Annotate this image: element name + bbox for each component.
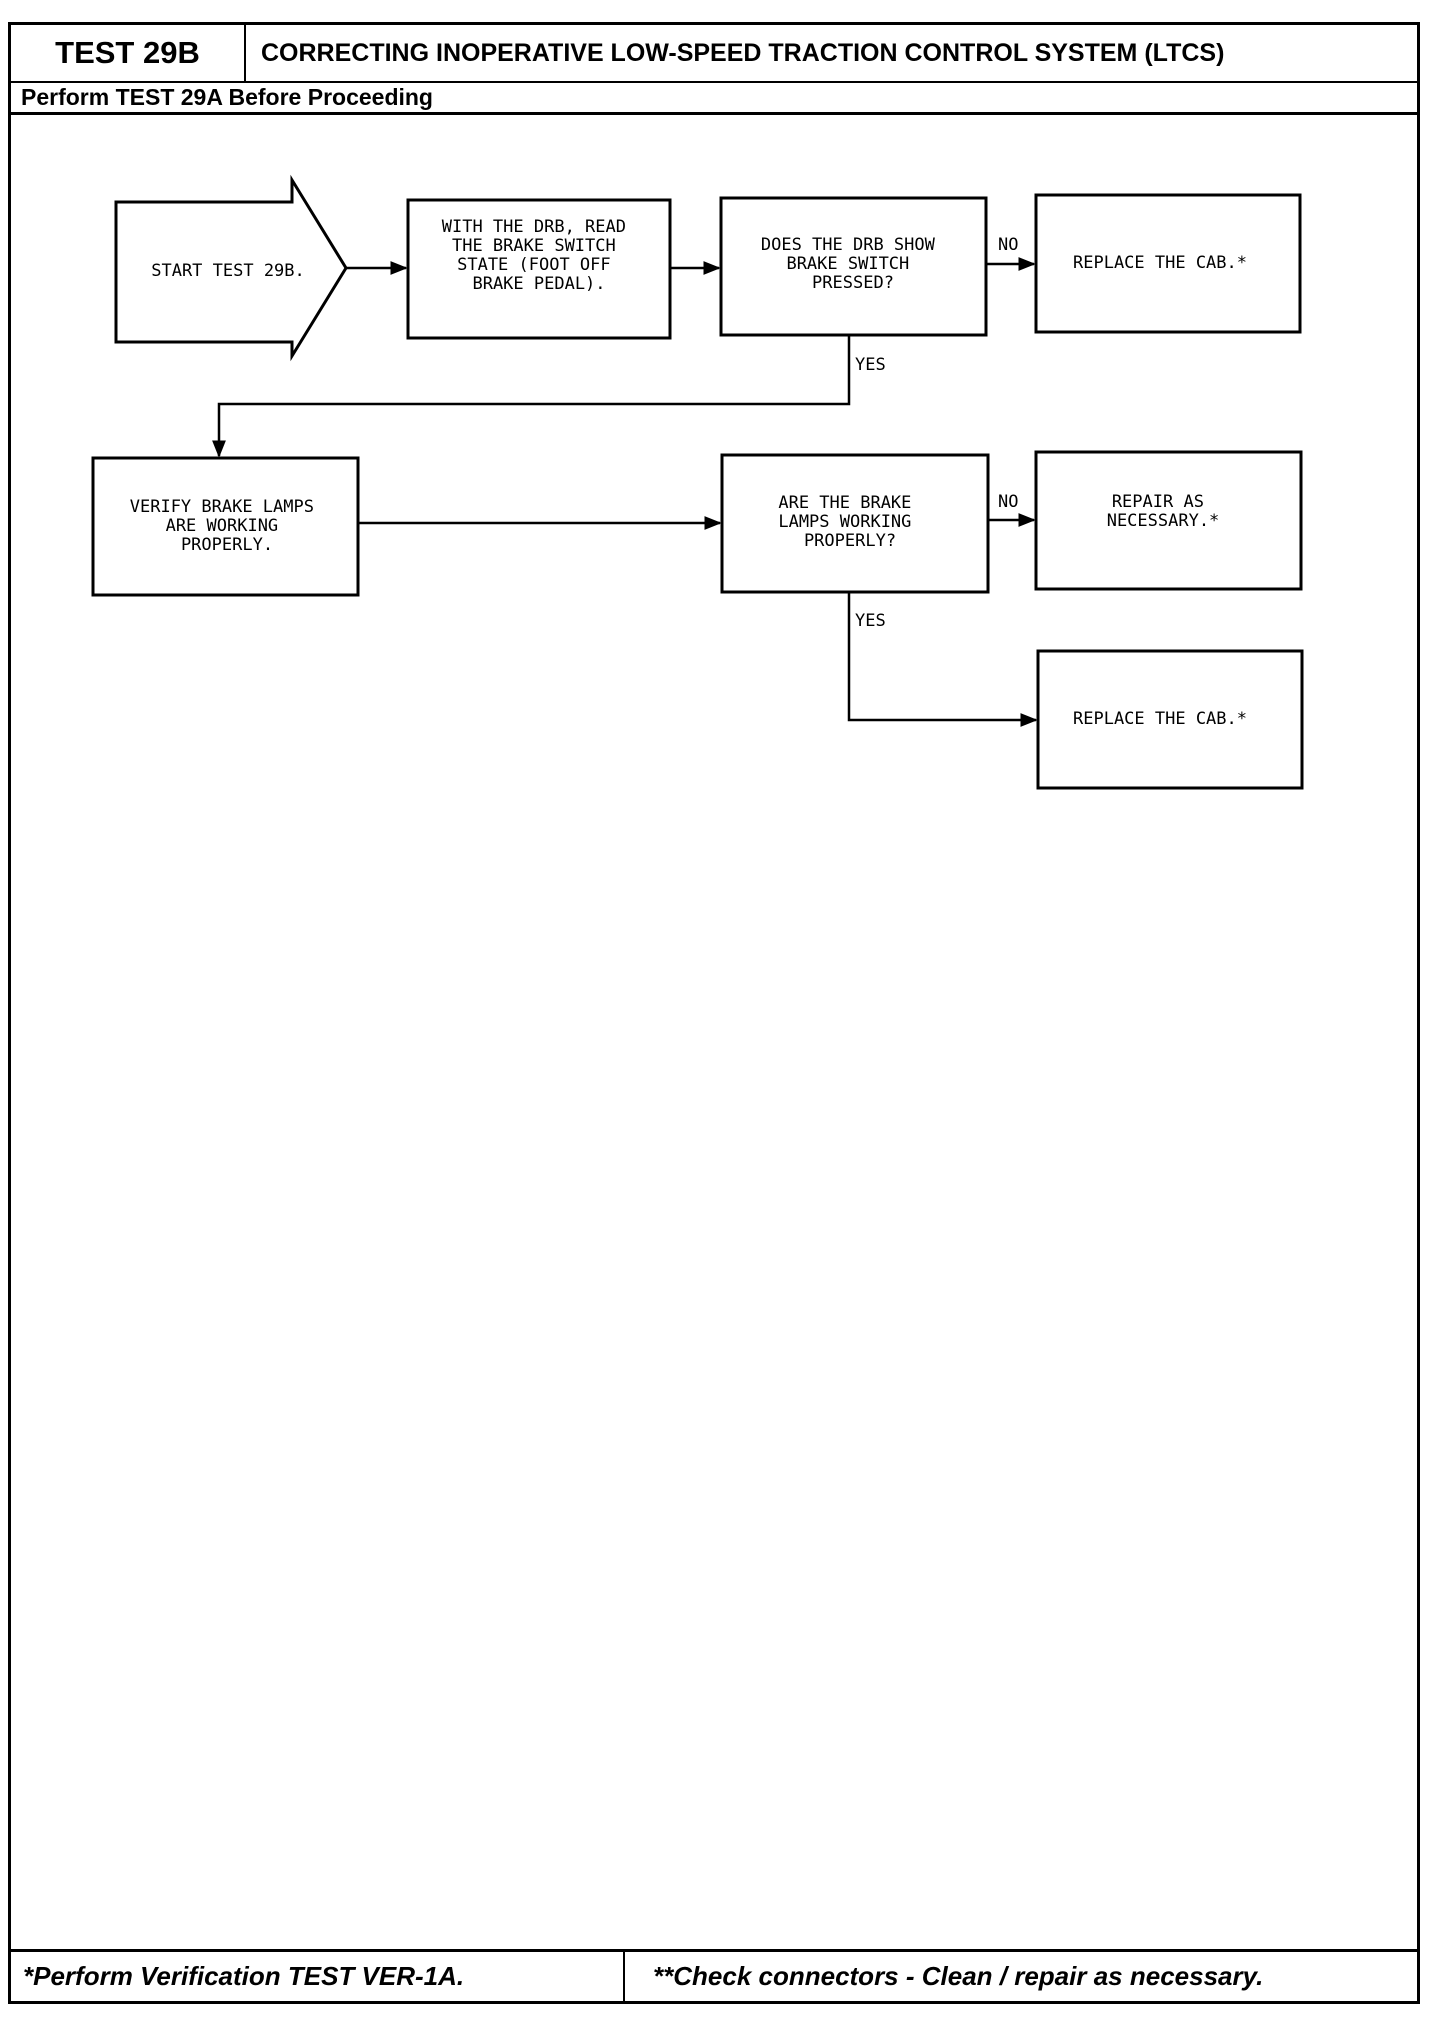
footer-connectors-note: **Check connectors - Clean / repair as n… <box>653 1961 1264 1991</box>
node-read-brake-switch: WITH THE DRB, READ THE BRAKE SWITCH STAT… <box>406 198 672 340</box>
edge-label-yes-2: YES <box>855 611 886 631</box>
node-verify-brake-lamps-label: VERIFY BRAKE LAMPS ARE WORKING PROPERLY. <box>130 497 324 555</box>
test-id: TEST 29B <box>11 25 246 81</box>
node-lamps-working: ARE THE BRAKE LAMPS WORKING PROPERLY? <box>720 453 990 594</box>
node-replace-cab-1: REPLACE THE CAB.* <box>1034 193 1302 334</box>
node-verify-brake-lamps: VERIFY BRAKE LAMPS ARE WORKING PROPERLY. <box>91 456 360 597</box>
node-replace-cab-1-label: REPLACE THE CAB.* <box>1073 253 1247 273</box>
node-replace-cab-2: REPLACE THE CAB.* <box>1036 649 1304 790</box>
node-read-brake-switch-label: WITH THE DRB, READ THE BRAKE SWITCH STAT… <box>442 217 636 294</box>
header-row: TEST 29B CORRECTING INOPERATIVE LOW-SPEE… <box>11 25 1417 83</box>
edge-lamps-yes-to-replace <box>847 592 1038 727</box>
node-start: START TEST 29B. <box>114 174 348 362</box>
prerequisite-note: Perform TEST 29A Before Proceeding <box>11 83 1417 115</box>
node-lamps-working-label: ARE THE BRAKE LAMPS WORKING PROPERLY? <box>778 493 921 551</box>
edge-label-no-1: NO <box>998 235 1018 255</box>
edge-label-yes-1: YES <box>855 355 886 375</box>
footer: *Perform Verification TEST VER-1A. **Che… <box>11 1949 1417 2001</box>
node-start-label: START TEST 29B. <box>151 261 305 281</box>
node-drb-shows-pressed: DOES THE DRB SHOW BRAKE SWITCH PRESSED? <box>719 196 988 337</box>
node-replace-cab-2-label: REPLACE THE CAB.* <box>1073 709 1247 729</box>
edge-question-yes-to-verify <box>212 335 851 458</box>
edge-label-no-2: NO <box>998 492 1018 512</box>
node-repair: REPAIR AS NECESSARY.* <box>1034 450 1303 591</box>
node-repair-label: REPAIR AS NECESSARY.* <box>1107 492 1220 531</box>
page-frame: TEST 29B CORRECTING INOPERATIVE LOW-SPEE… <box>8 22 1420 2004</box>
footer-verification-note: *Perform Verification TEST VER-1A. <box>11 1952 625 2001</box>
test-title: CORRECTING INOPERATIVE LOW-SPEED TRACTIO… <box>261 38 1225 67</box>
node-drb-shows-pressed-label: DOES THE DRB SHOW BRAKE SWITCH PRESSED? <box>761 235 945 293</box>
